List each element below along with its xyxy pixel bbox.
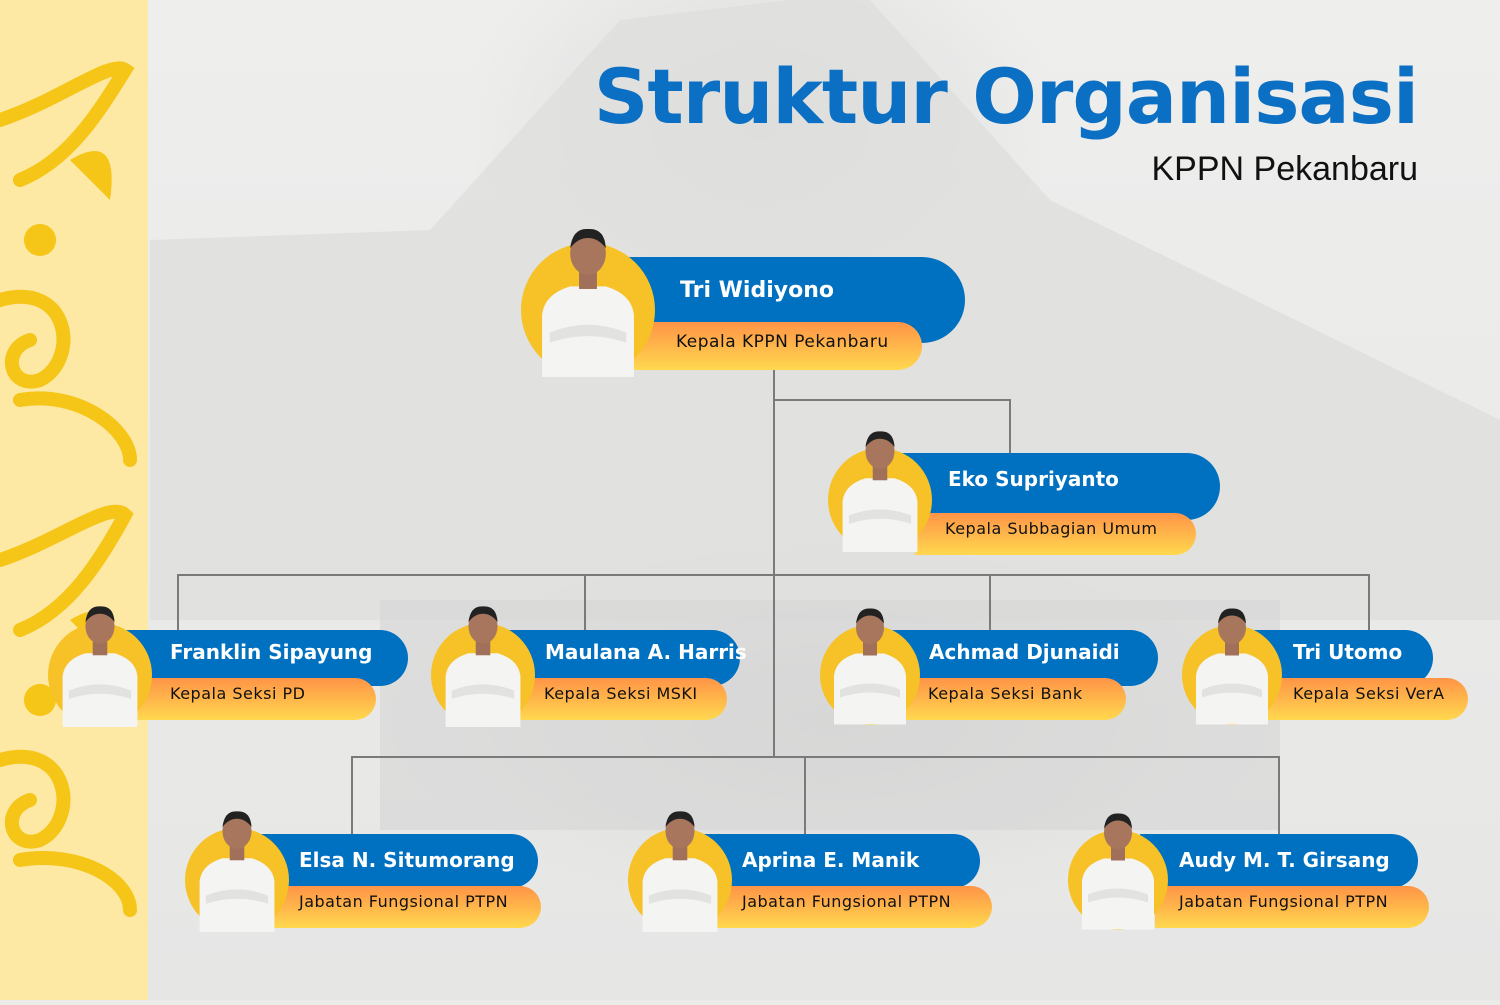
role-banner bbox=[270, 886, 541, 928]
member-name: Tri Utomo bbox=[1293, 640, 1403, 664]
connector-line bbox=[177, 574, 179, 632]
person-photo bbox=[62, 606, 138, 727]
role-banner bbox=[135, 678, 376, 720]
member-role: Kepala Seksi Bank bbox=[928, 684, 1083, 703]
person-photo bbox=[1196, 608, 1268, 725]
name-banner bbox=[700, 834, 980, 888]
name-banner bbox=[255, 834, 538, 888]
person-photo bbox=[445, 606, 521, 727]
decorative-side-strip bbox=[0, 0, 148, 1000]
page-subtitle: KPPN Pekanbaru bbox=[1151, 150, 1419, 188]
role-banner bbox=[905, 678, 1126, 720]
name-banner bbox=[890, 630, 1158, 686]
member-name: Eko Supriyanto bbox=[948, 467, 1119, 491]
connector-line bbox=[773, 399, 1011, 401]
member-role: Jabatan Fungsional PTPN bbox=[742, 892, 952, 911]
person-photo bbox=[542, 228, 634, 377]
connector-line bbox=[177, 574, 1370, 576]
member-role: Kepala Seksi PD bbox=[170, 684, 306, 703]
person-photo bbox=[834, 608, 906, 725]
member-role: Kepala Subbagian Umum bbox=[945, 519, 1158, 538]
connector-line bbox=[1009, 399, 1011, 454]
connector-line bbox=[351, 756, 353, 836]
name-banner bbox=[900, 453, 1220, 520]
connector-line bbox=[1278, 756, 1280, 836]
connector-line bbox=[989, 574, 991, 632]
member-name: Tri Widiyono bbox=[680, 278, 834, 303]
member-role: Kepala KPPN Pekanbaru bbox=[676, 332, 889, 352]
member-role: Jabatan Fungsional PTPN bbox=[299, 892, 509, 911]
floral-ornament-icon bbox=[0, 61, 137, 917]
connector-line bbox=[1368, 574, 1370, 632]
person-photo bbox=[842, 431, 918, 552]
role-banner bbox=[620, 322, 922, 370]
role-banner bbox=[715, 886, 992, 928]
member-name: Audy M. T. Girsang bbox=[1179, 848, 1390, 872]
name-banner bbox=[120, 630, 408, 686]
person-photo bbox=[1082, 813, 1154, 930]
member-role: Kepala Seksi MSKI bbox=[544, 684, 698, 703]
connector-line bbox=[804, 756, 806, 836]
member-name: Achmad Djunaidi bbox=[929, 640, 1120, 664]
connector-line bbox=[773, 370, 775, 758]
name-banner bbox=[1140, 834, 1418, 888]
member-role: Jabatan Fungsional PTPN bbox=[1179, 892, 1389, 911]
person-photo bbox=[642, 811, 718, 932]
role-banner bbox=[515, 678, 727, 720]
role-banner bbox=[915, 513, 1196, 555]
member-name: Aprina E. Manik bbox=[742, 848, 920, 872]
role-banner bbox=[1155, 886, 1429, 928]
connector-line bbox=[351, 756, 1280, 758]
role-banner bbox=[1265, 678, 1468, 720]
connector-line bbox=[584, 574, 586, 632]
member-name: Elsa N. Situmorang bbox=[299, 848, 515, 872]
page-title: Struktur Organisasi bbox=[593, 52, 1419, 141]
name-banner bbox=[500, 630, 740, 686]
person-photo bbox=[199, 811, 275, 932]
member-name: Franklin Sipayung bbox=[170, 640, 373, 664]
member-role: Kepala Seksi VerA bbox=[1293, 684, 1445, 703]
member-name: Maulana A. Harris bbox=[545, 640, 747, 664]
